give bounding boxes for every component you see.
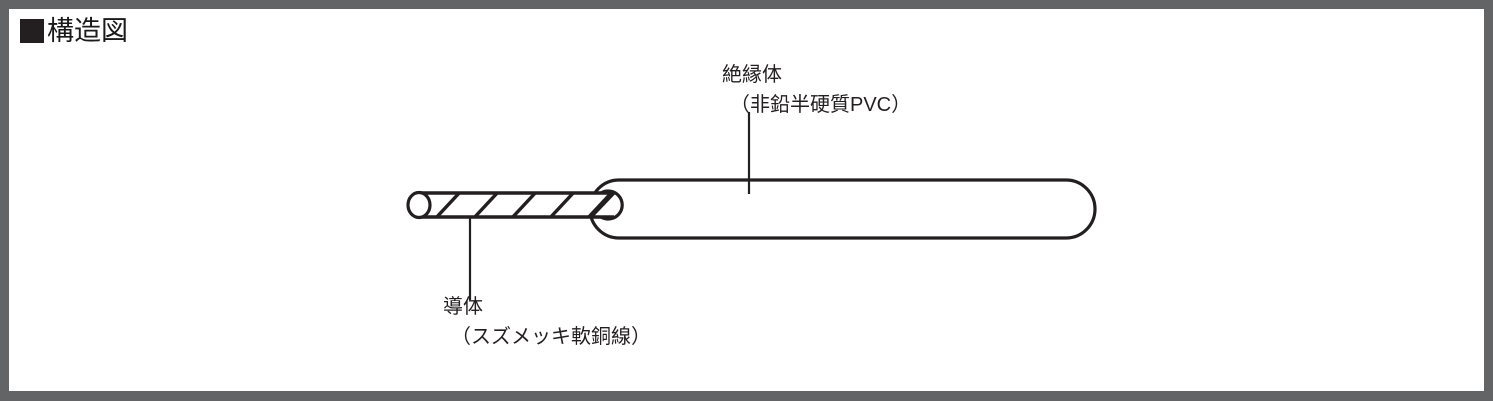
conductor-hatch-line: [548, 193, 576, 217]
conductor-hatch-line: [472, 193, 500, 217]
conductor-body-fill: [421, 193, 612, 217]
conductor-opening-arc: [590, 189, 624, 221]
insulation-inner-bore: [600, 189, 624, 221]
conductor-end-cap: [406, 190, 432, 220]
insulation-sheath: [588, 178, 1097, 240]
title-bullet-square-icon: [20, 19, 44, 43]
figure-title-text: 構造図: [47, 16, 128, 46]
insulation-outline: [588, 178, 1097, 240]
insulator-label-material: （非鉛半硬質PVC）: [730, 94, 912, 116]
conductor-assembly: [406, 190, 614, 220]
conductor-hatch-line: [586, 193, 613, 217]
insulator-label: 絶縁体 （非鉛半硬質PVC）: [722, 60, 911, 120]
insulator-label-name: 絶縁体: [722, 64, 782, 86]
figure-title: 構造図: [20, 17, 128, 45]
conductor-label-name: 導体: [443, 296, 483, 318]
conductor-label: 導体 （スズメッキ軟銅線）: [443, 292, 651, 352]
conductor-label-material: （スズメッキ軟銅線）: [451, 326, 651, 348]
conductor-bore-hatch: [590, 191, 616, 218]
conductor-hatch-group: [434, 193, 613, 217]
conductor-hatch-line: [510, 193, 538, 217]
conductor-hatch-line: [434, 193, 462, 217]
